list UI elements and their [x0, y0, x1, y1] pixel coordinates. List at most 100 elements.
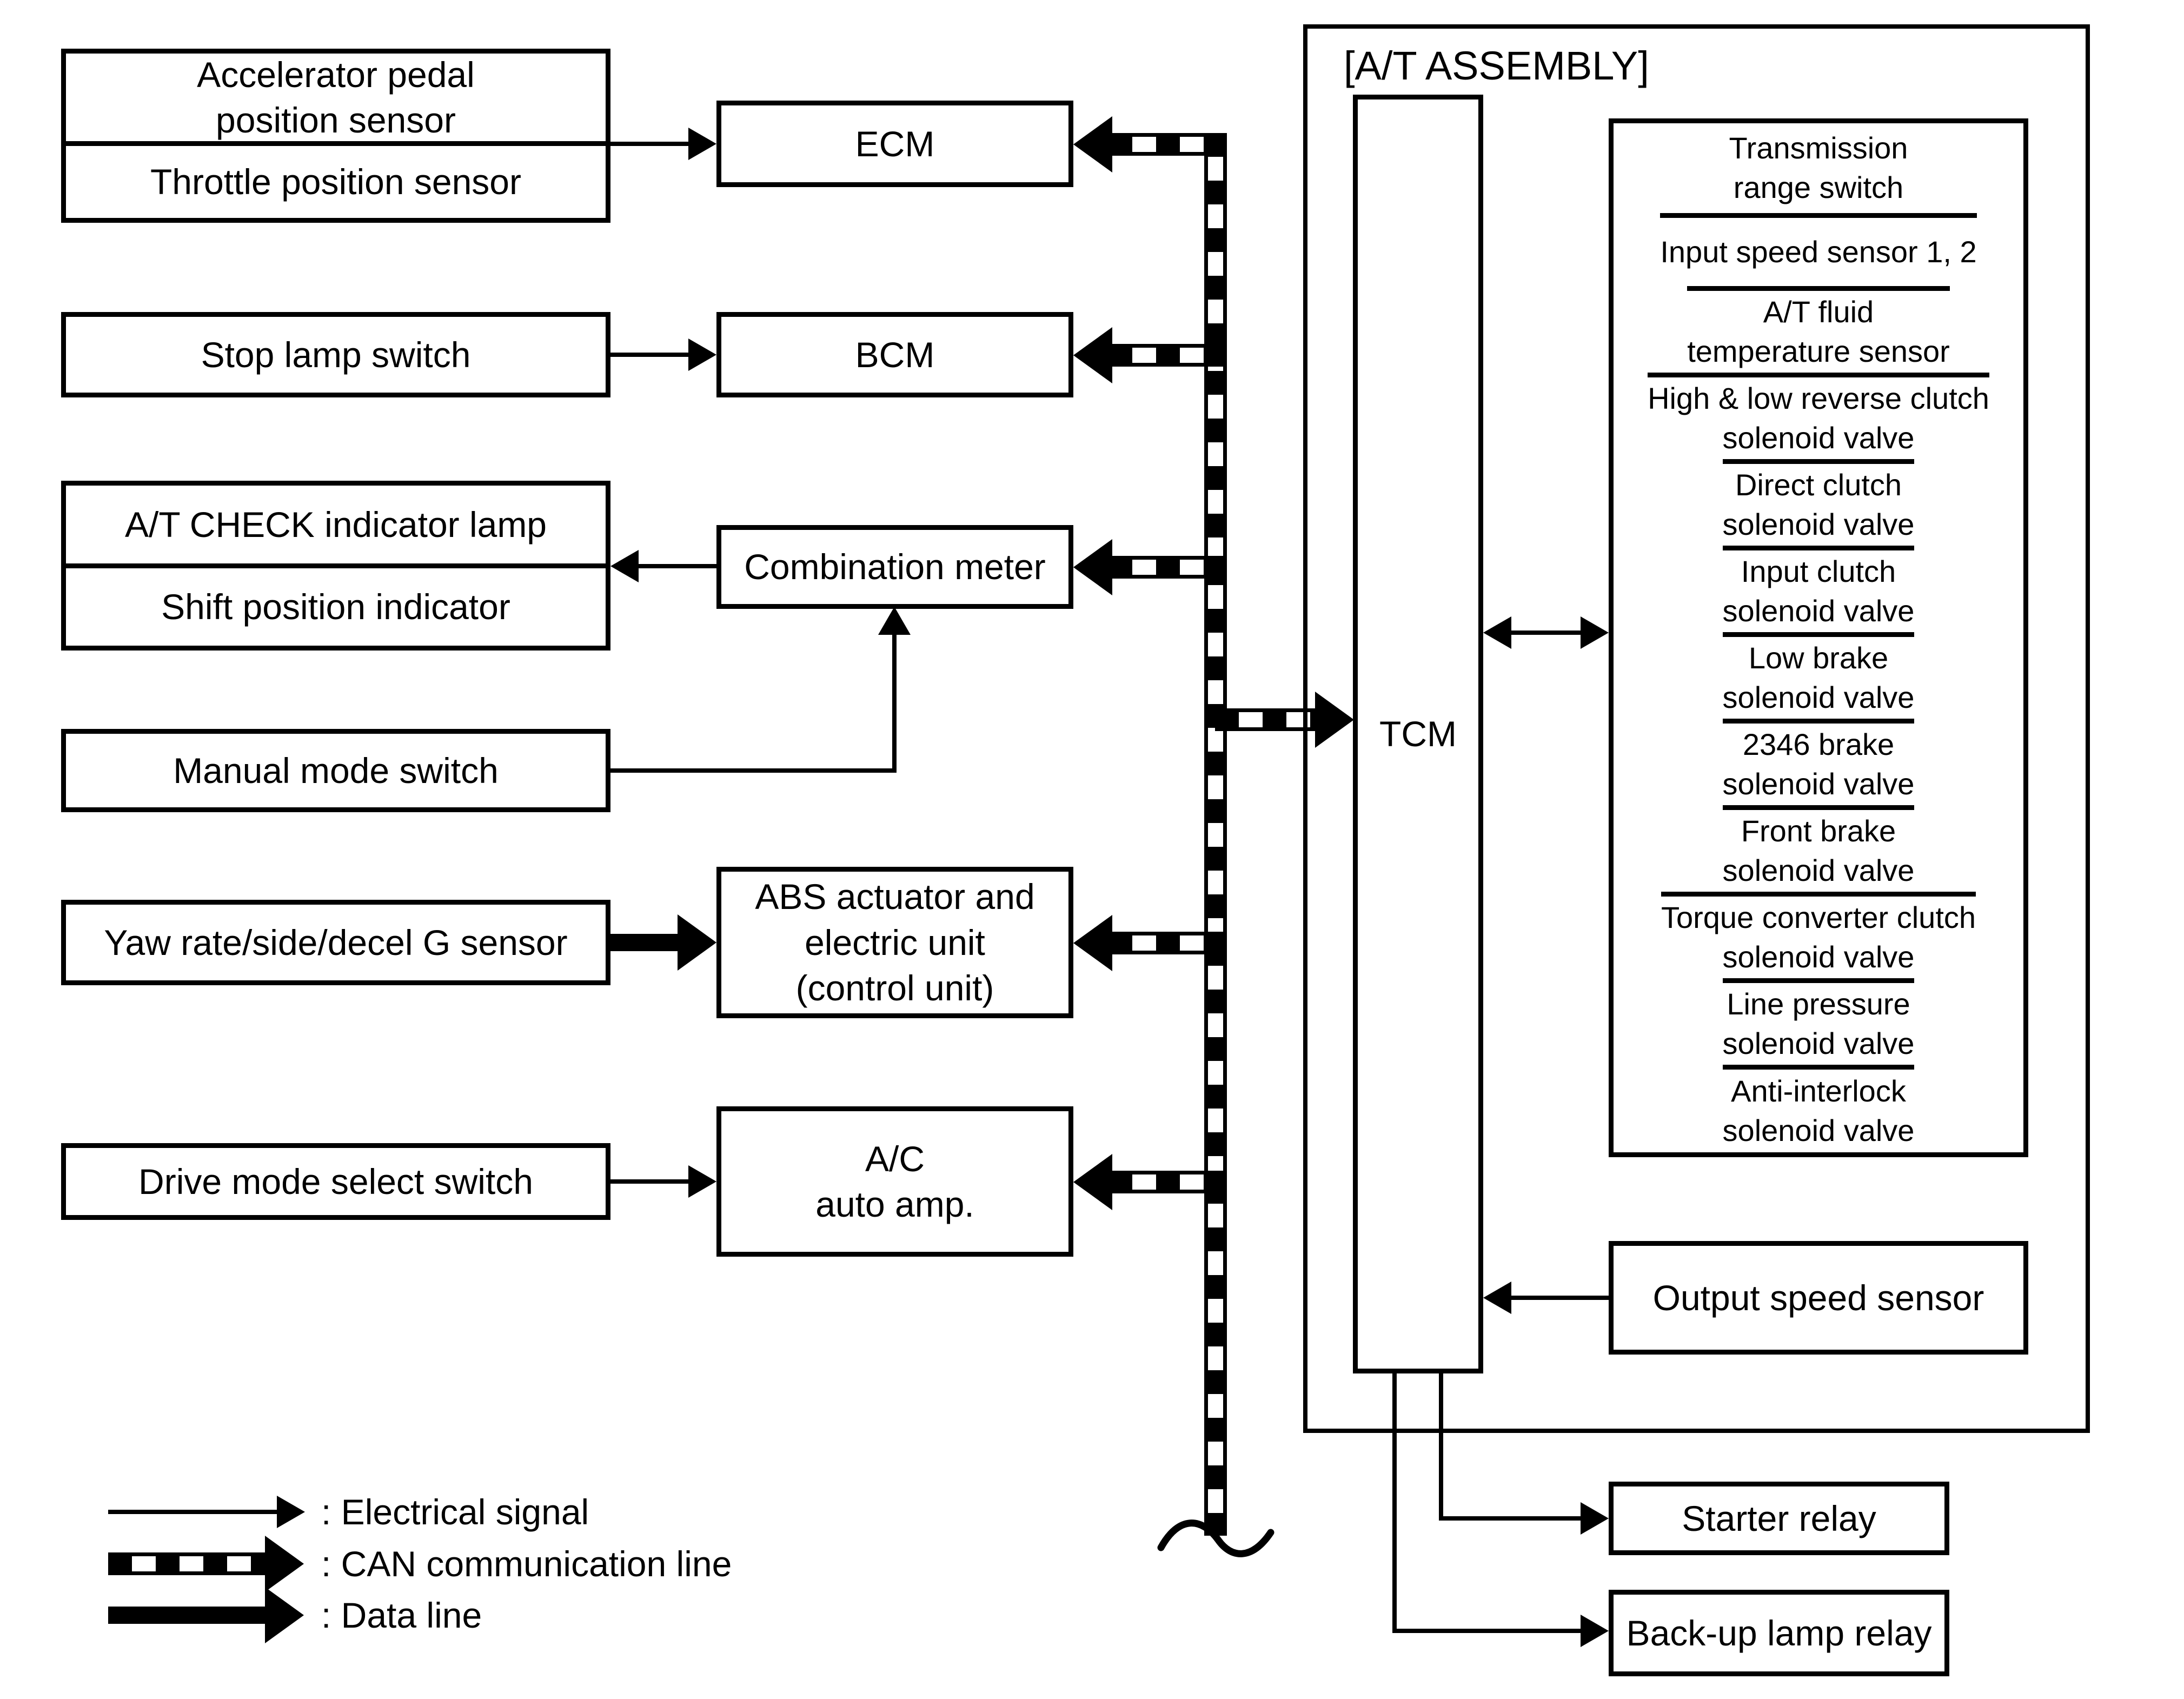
list-item-label: solenoid valve — [1722, 766, 1915, 801]
box-manual-mode-switch: Manual mode switch — [61, 729, 610, 812]
list-item-label: solenoid valve — [1722, 939, 1915, 974]
box-label: (control unit) — [795, 968, 994, 1008]
list-item: Input speed sensor 1, 2 — [1660, 213, 1977, 286]
can-trunk-line — [1204, 133, 1227, 1536]
list-item-label: Front brake — [1741, 813, 1896, 848]
box-label: Output speed sensor — [1652, 1277, 1984, 1318]
box-label: TCM — [1379, 714, 1457, 754]
legend-electrical-line — [108, 1510, 281, 1514]
list-item-label: solenoid valve — [1722, 680, 1915, 714]
line-tcm-to-starter-horizontal — [1439, 1516, 1585, 1521]
box-label: Accelerator pedal — [197, 54, 475, 95]
box-label: Stop lamp switch — [201, 334, 471, 375]
box-label: electric unit — [805, 922, 985, 963]
line-tcm-to-backup-vertical — [1392, 1369, 1397, 1633]
box-label: A/C — [865, 1138, 925, 1179]
arrowhead-outputsensor-into-tcm — [1483, 1282, 1511, 1314]
list-item-label: A/T fluid — [1763, 294, 1874, 329]
box-tcm: TCM — [1353, 95, 1483, 1373]
box-combination-meter: Combination meter — [716, 525, 1073, 609]
line-combmeter-to-indicators — [637, 564, 719, 568]
list-item-label: solenoid valve — [1722, 1026, 1915, 1060]
line-outputsensor-to-tcm — [1503, 1296, 1611, 1300]
box-label: Throttle position sensor — [150, 162, 521, 202]
arrowhead-into-indicator-box — [610, 550, 639, 582]
list-item-label: High & low reverse clutch — [1648, 381, 1989, 415]
box-stop-lamp-switch: Stop lamp switch — [61, 312, 610, 397]
box-label: ECM — [855, 123, 935, 164]
legend-electrical-label: : Electrical signal — [321, 1492, 589, 1532]
box-label: Shift position indicator — [161, 587, 510, 627]
line-tcm-to-list — [1492, 631, 1601, 635]
box-drive-mode-select-switch: Drive mode select switch — [61, 1143, 610, 1220]
box-label: Manual mode switch — [173, 750, 499, 791]
can-branch-combination-meter — [1108, 556, 1227, 579]
list-item: High & low reverse clutch solenoid valve — [1648, 373, 1989, 459]
at-component-list: Transmission range switch Input speed se… — [1609, 118, 2028, 1157]
box-label: Drive mode select switch — [138, 1161, 533, 1202]
arrowhead-can-into-abs — [1073, 915, 1112, 971]
arrowhead-into-list-right — [1581, 616, 1609, 649]
box-throttle-position-sensor: Throttle position sensor — [61, 141, 610, 223]
arrowhead-data-into-abs — [678, 914, 716, 971]
can-branch-ecm — [1108, 133, 1227, 156]
list-item-label: solenoid valve — [1722, 1113, 1915, 1147]
can-branch-bcm — [1108, 344, 1227, 367]
list-item: 2346 brake solenoid valve — [1722, 719, 1915, 805]
list-item: Low brake solenoid valve — [1722, 632, 1915, 719]
can-branch-ac-auto-amp — [1108, 1171, 1227, 1193]
line-manualmode-horizontal — [606, 768, 897, 773]
box-label: auto amp. — [815, 1184, 974, 1224]
box-at-check-indicator-lamp: A/T CHECK indicator lamp — [61, 481, 610, 568]
list-item: Torque converter clutch solenoid valve — [1661, 892, 1976, 978]
list-item-label: solenoid valve — [1722, 853, 1915, 887]
can-branch-tcm — [1215, 708, 1320, 731]
list-item-label: solenoid valve — [1722, 507, 1915, 541]
list-item-label: Transmission — [1729, 131, 1908, 165]
list-item-label: Direct clutch — [1735, 467, 1902, 502]
box-label: ABS actuator and — [755, 877, 1035, 917]
legend-data-label: : Data line — [321, 1595, 482, 1635]
arrowhead-into-bcm — [688, 339, 716, 371]
arrowhead-into-tcm-left — [1483, 616, 1511, 649]
line-tcm-to-starter-vertical — [1439, 1369, 1443, 1521]
line-tcm-to-backup-horizontal — [1392, 1629, 1585, 1633]
list-item-label: solenoid valve — [1722, 420, 1915, 455]
arrowhead-into-combmeter — [878, 607, 911, 635]
data-line-yaw-to-abs — [606, 934, 681, 951]
list-item-label: Anti-interlock — [1731, 1073, 1906, 1108]
legend-can-arrowhead — [265, 1536, 304, 1592]
list-item-label: Input clutch — [1741, 554, 1896, 588]
line-manualmode-vertical — [892, 633, 897, 773]
box-label: Yaw rate/side/decel G sensor — [104, 922, 568, 963]
arrowhead-can-into-bcm — [1073, 327, 1112, 383]
list-item: Anti-interlock solenoid valve — [1722, 1065, 1915, 1152]
box-ecm: ECM — [716, 101, 1073, 187]
list-item: A/T fluid temperature sensor — [1687, 286, 1950, 373]
line-stoplamp-to-bcm — [606, 353, 692, 357]
can-branch-abs — [1108, 932, 1227, 954]
legend-data-line — [108, 1607, 268, 1624]
box-label: position sensor — [216, 100, 456, 140]
box-ac-auto-amp: A/C auto amp. — [716, 1106, 1073, 1257]
arrowhead-can-into-ecm — [1073, 116, 1112, 172]
list-item: Transmission range switch — [1729, 123, 1908, 213]
box-shift-position-indicator: Shift position indicator — [61, 563, 610, 651]
line-accel-to-ecm — [606, 142, 692, 146]
arrowhead-into-ac — [688, 1165, 716, 1198]
box-bcm: BCM — [716, 312, 1073, 397]
list-item: Direct clutch solenoid valve — [1722, 459, 1915, 546]
box-label: Starter relay — [1682, 1498, 1876, 1538]
arrowhead-into-backup-relay — [1581, 1615, 1609, 1647]
list-item-label: Torque converter clutch — [1661, 900, 1976, 934]
line-drivemode-to-ac — [606, 1179, 692, 1184]
arrowhead-into-ecm — [688, 128, 716, 160]
legend-can-line — [108, 1552, 268, 1575]
list-item-label: range switch — [1733, 170, 1904, 204]
box-starter-relay: Starter relay — [1609, 1482, 1949, 1555]
legend-can-label: : CAN communication line — [321, 1544, 732, 1584]
box-output-speed-sensor: Output speed sensor — [1609, 1241, 2028, 1355]
box-label: Combination meter — [744, 547, 1046, 587]
list-item: Line pressure solenoid valve — [1722, 978, 1915, 1065]
